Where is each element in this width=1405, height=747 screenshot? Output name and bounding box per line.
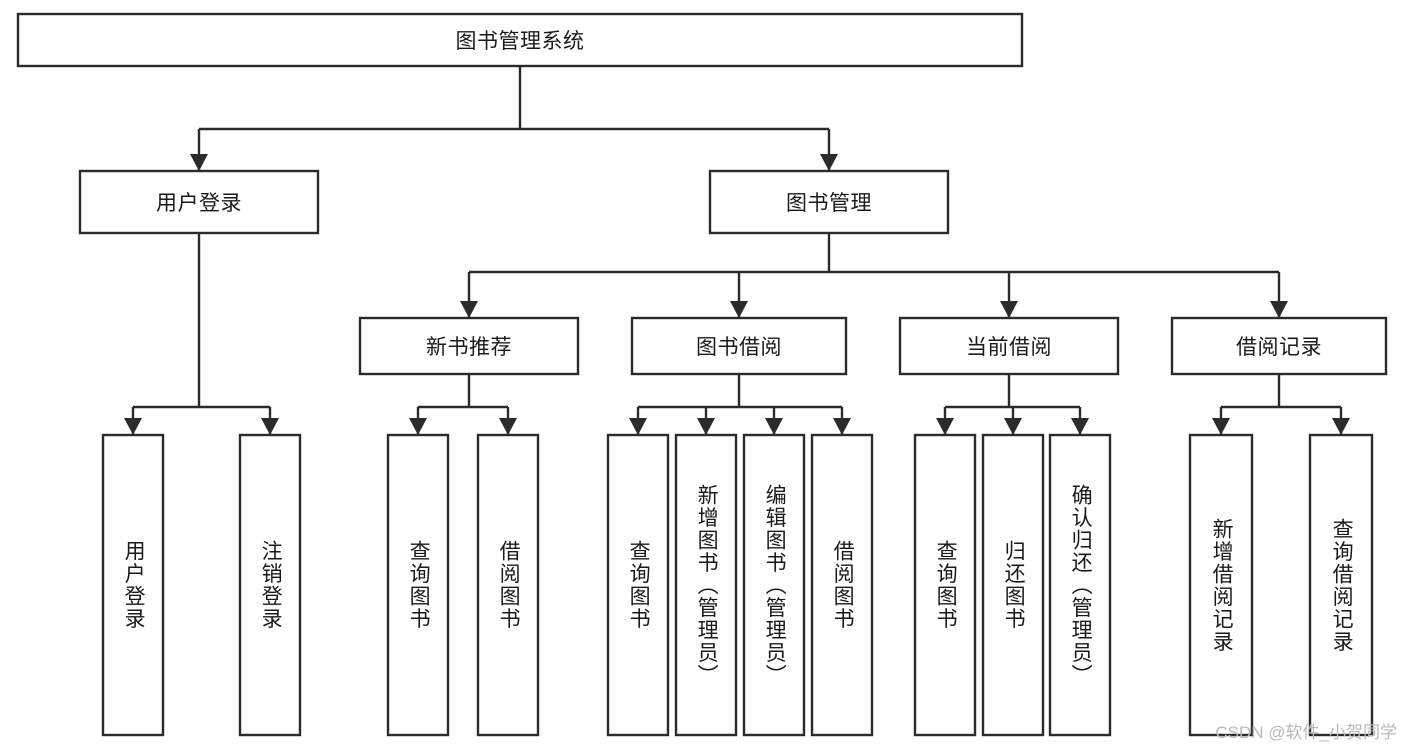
node-box-current-borrow — [898, 316, 1120, 376]
node-box-leaf-borrow-book-2 — [810, 433, 874, 737]
node-box-leaf-add-record — [1188, 433, 1254, 737]
node-box-user-login — [78, 169, 320, 235]
arrow-head-leaf-query-record — [1332, 418, 1350, 435]
arrow-head-leaf-return-book — [1004, 418, 1022, 435]
boxes-layer — [16, 12, 1388, 737]
node-box-borrow-record — [1170, 316, 1388, 376]
connectors-layer — [124, 66, 1350, 435]
arrow-head-leaf-add-book — [697, 418, 715, 435]
node-box-new-book-rec — [358, 316, 580, 376]
node-box-leaf-user-logout — [238, 433, 302, 737]
node-box-leaf-add-book — [674, 433, 738, 737]
arrow-head-new-book-rec — [460, 301, 478, 318]
arrow-head-leaf-confirm-return — [1071, 418, 1089, 435]
arrow-head-leaf-query-book-1 — [409, 418, 427, 435]
arrow-head-leaf-edit-book — [765, 418, 783, 435]
arrow-head-leaf-user-login — [124, 418, 142, 435]
arrow-head-current-borrow — [1000, 301, 1018, 318]
arrow-head-borrow-record — [1270, 301, 1288, 318]
arrow-head-leaf-query-book-3 — [936, 418, 954, 435]
node-box-leaf-confirm-return — [1048, 433, 1112, 737]
node-box-leaf-query-book-2 — [606, 433, 670, 737]
arrow-head-leaf-user-logout — [261, 418, 279, 435]
node-box-leaf-edit-book — [742, 433, 806, 737]
node-box-leaf-query-record — [1308, 433, 1374, 737]
node-box-book-manage — [708, 169, 950, 235]
node-box-leaf-borrow-book-1 — [476, 433, 540, 737]
node-box-book-borrow — [630, 316, 848, 376]
arrow-head-user-login — [190, 154, 208, 171]
arrow-head-leaf-borrow-book-2 — [833, 418, 851, 435]
arrow-head-book-manage — [820, 154, 838, 171]
watermark-text: CSDN @软件_小贺同学 — [1215, 723, 1397, 742]
node-box-leaf-query-book-1 — [386, 433, 450, 737]
node-box-leaf-user-login — [101, 433, 165, 737]
node-box-root — [16, 12, 1024, 68]
arrow-head-leaf-borrow-book-1 — [499, 418, 517, 435]
node-box-leaf-query-book-3 — [913, 433, 977, 737]
arrow-head-book-borrow — [730, 301, 748, 318]
arrow-head-leaf-query-book-2 — [629, 418, 647, 435]
node-box-leaf-return-book — [981, 433, 1045, 737]
arrow-head-leaf-add-record — [1212, 418, 1230, 435]
